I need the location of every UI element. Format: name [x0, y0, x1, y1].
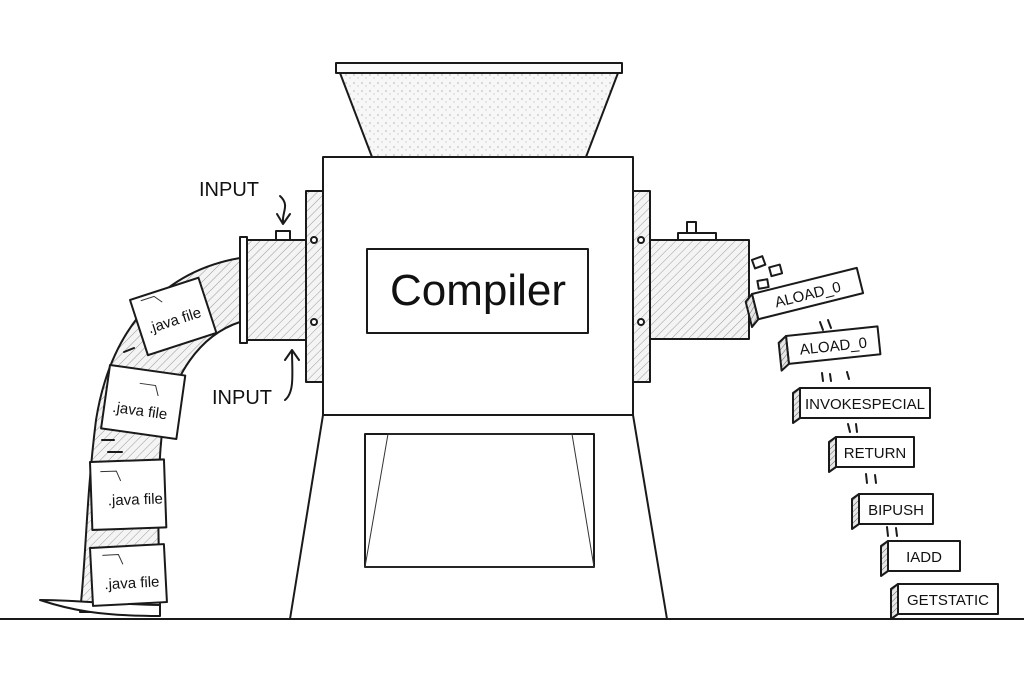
java-file-card: .java file [89, 543, 168, 607]
input-pipe [239, 230, 307, 344]
bytecode-label: ALOAD_0 [799, 335, 868, 359]
bytecode-block: IADD [880, 540, 961, 577]
bytecode-block: GETSTATIC [890, 583, 999, 620]
input-label-top: INPUT [199, 179, 259, 201]
output-debris [750, 255, 784, 290]
input-arrow-top [276, 195, 291, 225]
hopper [335, 62, 623, 158]
chute-marks [101, 347, 135, 453]
bytecode-label: IADD [906, 549, 942, 566]
java-file-label: .java file [104, 573, 160, 593]
bytecode-label: RETURN [844, 445, 907, 462]
bytecode-label: BIPUSH [868, 502, 924, 519]
input-arrow-bottom [284, 349, 300, 401]
motion-marks [819, 319, 898, 537]
compiler-label: Compiler [390, 266, 566, 315]
bytecode-block: INVOKESPECIAL [792, 387, 931, 424]
bytecode-label: GETSTATIC [907, 592, 989, 609]
bytecode-label: INVOKESPECIAL [805, 396, 925, 413]
bytecode-block: RETURN [828, 436, 915, 473]
bytecode-block: BIPUSH [851, 493, 934, 530]
input-label-bottom: INPUT [212, 387, 272, 409]
java-file-card: .java file [100, 364, 187, 440]
compiler-machine [289, 156, 668, 620]
java-file-card: .java file [129, 276, 218, 357]
java-file-card: .java file [89, 458, 168, 531]
bytecode-block: ALOAD_0 [744, 266, 865, 328]
java-file-label: .java file [108, 490, 164, 509]
bytecode-block: ALOAD_0 [777, 325, 882, 372]
compiler-label-box [366, 248, 589, 334]
output-pipe [649, 221, 750, 340]
